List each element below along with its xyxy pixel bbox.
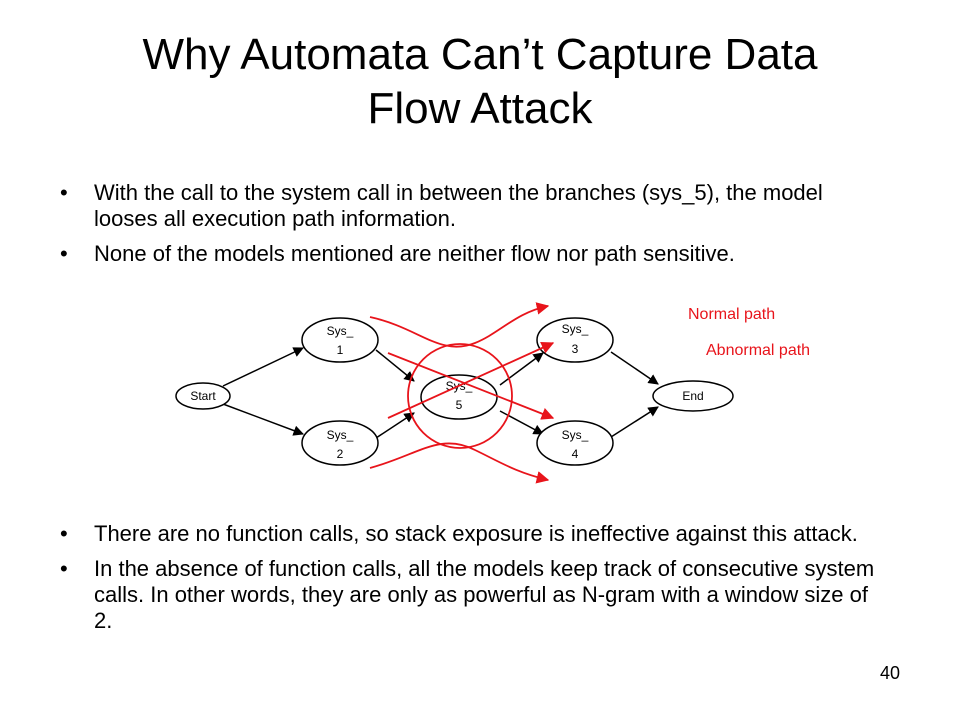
bullet-dot: • bbox=[60, 241, 68, 266]
abnormal-path-up bbox=[387, 341, 555, 419]
legend-normal-path: Normal path bbox=[688, 306, 775, 323]
node-sys2: Sys_ 2 bbox=[301, 420, 379, 466]
edge-start-sys2 bbox=[222, 403, 304, 436]
node-sys3-label-top: Sys_ bbox=[562, 322, 589, 336]
edge-sys5-sys4 bbox=[499, 410, 544, 435]
title-line-1: Why Automata Can’t Capture Data bbox=[142, 30, 818, 79]
node-sys4: Sys_ 4 bbox=[536, 420, 614, 466]
node-sys4-label-bottom: 4 bbox=[572, 447, 579, 461]
node-sys1-label-bottom: 1 bbox=[337, 343, 344, 357]
edge-start-sys1 bbox=[222, 347, 304, 387]
slide-title: Why Automata Can’t Capture Data Flow Att… bbox=[40, 28, 920, 136]
bullet-text: In the absence of function calls, all th… bbox=[94, 556, 875, 633]
bullet-dot: • bbox=[60, 521, 68, 546]
edge-sys3-end bbox=[610, 351, 659, 385]
abnormal-path-down bbox=[387, 352, 555, 420]
node-end: End bbox=[652, 380, 734, 412]
normal-path-top bbox=[369, 302, 550, 348]
node-sys5-label-bottom: 5 bbox=[456, 398, 463, 412]
top-bullet-list: • With the call to the system call in be… bbox=[60, 180, 880, 276]
node-start: Start bbox=[175, 382, 231, 410]
title-line-2: Flow Attack bbox=[367, 84, 593, 133]
node-sys1-label-top: Sys_ bbox=[327, 324, 354, 338]
bullet-item: • There are no function calls, so stack … bbox=[60, 521, 890, 547]
bullet-text: With the call to the system call in betw… bbox=[94, 180, 823, 231]
bullet-item: • None of the models mentioned are neith… bbox=[60, 241, 880, 267]
node-sys3: Sys_ 3 bbox=[536, 317, 614, 363]
bullet-item: • With the call to the system call in be… bbox=[60, 180, 880, 232]
graph-edges bbox=[222, 347, 659, 439]
edge-sys2-sys5 bbox=[375, 412, 415, 439]
bullet-item: • In the absence of function calls, all … bbox=[60, 556, 890, 634]
bullet-dot: • bbox=[60, 556, 68, 581]
edge-sys4-end bbox=[610, 406, 659, 438]
sys5-highlight-circle bbox=[407, 343, 513, 449]
edge-sys5-sys3 bbox=[499, 352, 544, 386]
node-sys2-label-bottom: 2 bbox=[337, 447, 344, 461]
node-end-label: End bbox=[682, 389, 703, 403]
legend-abnormal-path: Abnormal path bbox=[706, 342, 810, 359]
node-sys3-label-bottom: 3 bbox=[572, 342, 579, 356]
bullet-text: There are no function calls, so stack ex… bbox=[94, 521, 858, 546]
edge-sys1-sys5 bbox=[375, 349, 415, 382]
normal-path-bottom bbox=[369, 442, 550, 484]
page-number: 40 bbox=[880, 663, 901, 683]
bottom-bullet-list: • There are no function calls, so stack … bbox=[60, 521, 890, 643]
node-sys2-label-top: Sys_ bbox=[327, 428, 354, 442]
bullet-dot: • bbox=[60, 180, 68, 205]
node-sys4-label-top: Sys_ bbox=[562, 428, 589, 442]
node-start-label: Start bbox=[190, 389, 216, 403]
bullet-text: None of the models mentioned are neither… bbox=[94, 241, 735, 266]
node-sys1: Sys_ 1 bbox=[301, 317, 379, 363]
